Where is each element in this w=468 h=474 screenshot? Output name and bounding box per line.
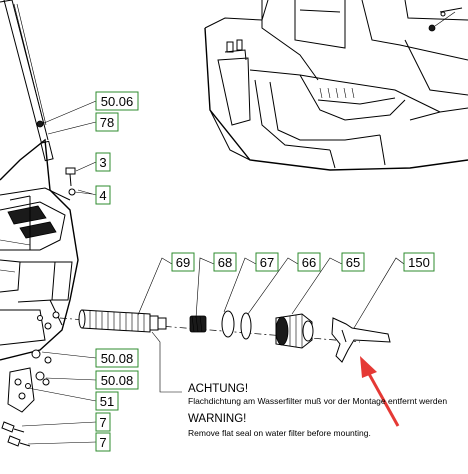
callout-66: 66 [297, 252, 321, 272]
red-pointer-arrow [360, 356, 400, 427]
drive-rod-drawing [0, 0, 54, 162]
callout-label: 68 [218, 255, 232, 270]
warning-text-de: Flachdichtung am Wasserfilter muß vor de… [188, 396, 447, 406]
o-ring-67 [221, 310, 235, 338]
callout-78: 78 [95, 112, 119, 132]
callout-65: 65 [341, 252, 365, 272]
machine-body-drawing [0, 138, 79, 361]
warning-title-de: ACHTUNG! [188, 383, 248, 395]
leader-lines [21, 100, 405, 445]
callout-label: 4 [99, 188, 106, 203]
callout-label: 50.06 [101, 94, 134, 109]
water-filter-cartridge [78, 309, 167, 333]
callout-label: 69 [176, 255, 190, 270]
callout-label: 3 [99, 155, 106, 170]
callout-7-lower: 7 [95, 432, 111, 452]
callout-51: 51 [95, 391, 119, 411]
callout-label: 65 [346, 255, 360, 270]
callout-50-08-upper: 50.08 [95, 348, 139, 368]
callout-7-upper: 7 [95, 412, 111, 432]
filter-cap [275, 313, 314, 349]
callout-4: 4 [95, 185, 111, 205]
callout-label: 7 [99, 415, 106, 430]
callout-3: 3 [95, 152, 111, 172]
o-ring-66 [240, 312, 252, 340]
callout-50-06: 50.06 [95, 91, 139, 111]
warning-text-en: Remove flat seal on water filter before … [188, 428, 371, 438]
callout-69: 69 [171, 252, 195, 272]
machine-housing-drawing [204, 0, 468, 171]
callout-label: 150 [408, 255, 430, 270]
callout-label: 51 [100, 394, 114, 409]
warning-title-en: WARNING! [188, 413, 246, 425]
callout-67: 67 [255, 252, 279, 272]
callout-150: 150 [403, 252, 435, 272]
small-hardware-drawing [1, 167, 93, 447]
filter-spring [189, 315, 207, 333]
filter-wrench-tool [331, 317, 391, 363]
callout-label: 67 [260, 255, 274, 270]
callout-label: 66 [302, 255, 316, 270]
water-filter-assembly [59, 309, 391, 363]
callout-label: 7 [99, 435, 106, 450]
warning-notes: ACHTUNG! Flachdichtung am Wasserfilter m… [188, 383, 447, 438]
callout-label: 50.08 [101, 373, 134, 388]
callout-label: 78 [100, 115, 114, 130]
callout-50-08-lower: 50.08 [95, 370, 139, 390]
callout-label: 50.08 [101, 351, 134, 366]
callout-68: 68 [213, 252, 237, 272]
